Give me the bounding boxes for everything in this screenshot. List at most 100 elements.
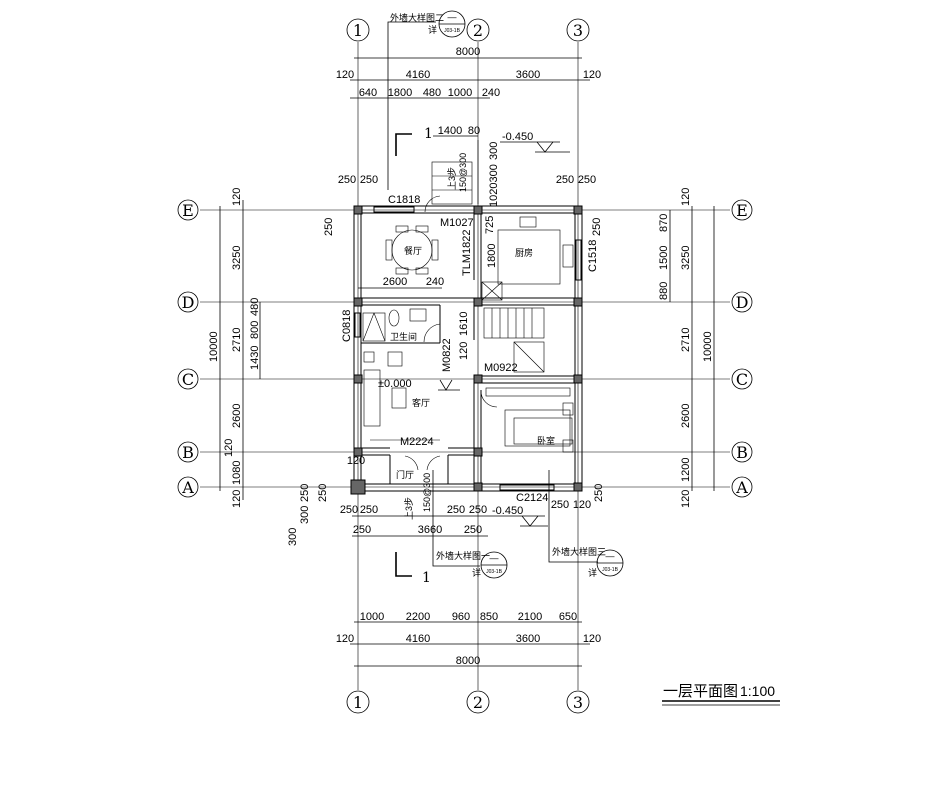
dim-250: 250 bbox=[353, 524, 371, 536]
dim-steps: 150@300 bbox=[458, 153, 468, 192]
window-c1518: C1518 bbox=[587, 240, 599, 272]
furniture bbox=[362, 195, 574, 471]
callout-prefix: 详 bbox=[588, 567, 597, 578]
dim-stair: 1400 bbox=[438, 125, 462, 137]
steps-label: 上3步 bbox=[404, 497, 414, 520]
callout-circle-top: — bbox=[490, 553, 499, 563]
callout-circle-bottom: J03-1B bbox=[444, 28, 461, 34]
level-bottom: -0.450 bbox=[492, 505, 523, 517]
dim-300: 300 bbox=[299, 506, 311, 524]
dim-250: 250 bbox=[447, 504, 465, 516]
dim-120: 120 bbox=[347, 455, 365, 467]
axis-3-bottom: 3 bbox=[573, 693, 583, 712]
dim-240: 240 bbox=[426, 276, 444, 288]
section-marker-bottom: 1 bbox=[395, 552, 431, 586]
axis-2-top: 2 bbox=[473, 21, 483, 40]
callout-circle-bottom: J03-1B bbox=[486, 569, 503, 575]
dim-left: 2710 bbox=[231, 328, 243, 352]
dim-top: 120 bbox=[583, 69, 601, 81]
walls bbox=[350, 205, 583, 495]
dim-right: 120 bbox=[680, 188, 692, 206]
section-label: 1 bbox=[422, 570, 431, 586]
detail-callout-2: 外墙大样图二 详 — J03-1B bbox=[387, 10, 466, 190]
axis-d-right: D bbox=[736, 293, 749, 312]
level-marker-bottom: -0.450 bbox=[488, 505, 548, 527]
dim-300: 300 bbox=[287, 528, 299, 546]
dim-250: 250 bbox=[338, 174, 356, 186]
dim-250: 250 bbox=[360, 174, 378, 186]
axis-c-right: C bbox=[736, 370, 748, 389]
window-c0818: C0818 bbox=[341, 310, 353, 342]
axis-a-left: A bbox=[181, 478, 194, 497]
dim-bottom-overall: 8000 bbox=[456, 655, 480, 667]
dim-steps: 150@300 bbox=[422, 473, 432, 512]
dim-left-window: 1430 bbox=[249, 346, 261, 370]
level-marker-floor: ±0.000 bbox=[378, 378, 460, 391]
door-m1027: M1027 bbox=[440, 217, 474, 229]
level-marker-top: -0.450 bbox=[500, 131, 570, 153]
dim-right: 2710 bbox=[680, 328, 692, 352]
dim-1610: 1610 bbox=[458, 312, 470, 336]
grid-lines bbox=[200, 42, 730, 690]
dim-top-overall: 8000 bbox=[456, 46, 480, 58]
steps-label: 上3步 bbox=[447, 167, 457, 190]
dim-bottom: 120 bbox=[583, 633, 601, 645]
axis-bubbles-left: E D C B A bbox=[177, 199, 199, 498]
dim-300: 300 bbox=[488, 142, 500, 160]
callout-circle-top: — bbox=[606, 551, 615, 561]
dim-250: 250 bbox=[593, 484, 605, 502]
door-m0922: M0922 bbox=[484, 362, 518, 374]
dim-top: 240 bbox=[482, 87, 500, 99]
bottom-dimensions: 1000 2200 960 850 2100 650 120 4160 3600… bbox=[336, 611, 601, 667]
title-text: 一层平面图 bbox=[663, 683, 738, 700]
dim-top: 480 bbox=[423, 87, 441, 99]
dim-250: 250 bbox=[551, 499, 569, 511]
callout-label: 外墙大样图一 bbox=[436, 550, 490, 561]
dim-right-window: 1500 bbox=[658, 246, 670, 270]
dim-right-window: 880 bbox=[658, 282, 670, 300]
dim-left: 120 bbox=[231, 490, 243, 508]
axis-e-right: E bbox=[736, 201, 748, 220]
front-dimensions: 120 250 250 250 250 250 120 250 3660 250… bbox=[287, 218, 605, 546]
window-c1818: C1818 bbox=[388, 194, 420, 206]
dim-left: 2600 bbox=[231, 404, 243, 428]
dim-2600: 2600 bbox=[383, 276, 407, 288]
dim-250: 250 bbox=[464, 524, 482, 536]
axis-bubbles-top: 1 2 3 bbox=[346, 18, 590, 42]
dim-120: 120 bbox=[458, 342, 470, 360]
axis-d-left: D bbox=[182, 293, 195, 312]
room-kitchen: 厨房 bbox=[515, 247, 533, 258]
dim-stair-gap: 80 bbox=[468, 125, 480, 137]
door-m2224: M2224 bbox=[400, 436, 434, 448]
dim-bottom: 2200 bbox=[406, 611, 430, 623]
dim-250: 250 bbox=[323, 218, 335, 236]
dim-left: 120 bbox=[223, 439, 235, 457]
dim-left: 1080 bbox=[231, 461, 243, 485]
dim-250: 250 bbox=[360, 504, 378, 516]
callout-prefix: 详 bbox=[428, 24, 437, 35]
axis-1-top: 1 bbox=[353, 21, 363, 40]
dim-bottom: 3600 bbox=[516, 633, 540, 645]
dim-left: 120 bbox=[231, 188, 243, 206]
callout-label: 外墙大样图三 bbox=[552, 546, 606, 557]
room-bathroom: 卫生间 bbox=[390, 331, 417, 342]
dim-250: 250 bbox=[556, 174, 574, 186]
left-dimensions: 10000 120 3250 2710 2600 120 1080 120 48… bbox=[208, 188, 261, 508]
dim-bottom: 4160 bbox=[406, 633, 430, 645]
dim-250: 250 bbox=[469, 504, 487, 516]
dim-250: 250 bbox=[340, 504, 358, 516]
dim-right: 1200 bbox=[680, 458, 692, 482]
level-floor: ±0.000 bbox=[378, 378, 412, 390]
axis-bubbles-bottom: 1 2 3 bbox=[346, 690, 590, 714]
callout-label: 外墙大样图二 bbox=[390, 12, 444, 23]
dim-right: 3250 bbox=[680, 246, 692, 270]
stairs bbox=[431, 140, 545, 373]
axis-e-left: E bbox=[182, 201, 194, 220]
dim-bottom: 850 bbox=[480, 611, 498, 623]
section-marker-top: 1 bbox=[395, 126, 433, 156]
detail-callout-3: 外墙大样图三 详 — J03-1B bbox=[548, 470, 624, 578]
axis-b-left: B bbox=[182, 443, 194, 462]
axis-1-bottom: 1 bbox=[353, 693, 363, 712]
callout-circle-top: — bbox=[448, 12, 457, 22]
